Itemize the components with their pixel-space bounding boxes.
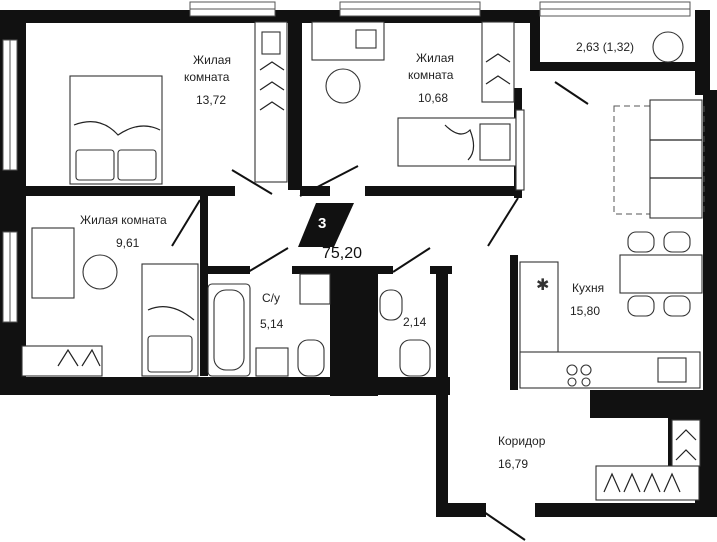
kitchen-area: 15,80 (570, 304, 600, 318)
bedroom1-area: 13,72 (196, 93, 226, 107)
corridor-area: 16,79 (498, 457, 528, 471)
total-badge: 3 75,20 (298, 203, 362, 262)
bedroom2-furniture (311, 21, 525, 191)
bedroom1-label-line2: комната (184, 70, 230, 84)
total-area: 75,20 (322, 245, 362, 262)
bedroom2-label-line1: Жилая (416, 51, 454, 65)
kitchen-label: Кухня (572, 281, 604, 295)
bathroom-furniture (207, 273, 431, 377)
svg-text:✱: ✱ (536, 275, 549, 294)
balcony-area: 2,63 (1,32) (576, 40, 634, 54)
bedroom1-furniture (69, 21, 288, 185)
bedroom1-label-line1: Жилая (193, 53, 231, 67)
bedroom3-label: Жилая комната (80, 213, 167, 227)
bedroom2-area: 10,68 (418, 91, 448, 105)
bathroom-label: С/у (262, 291, 280, 305)
wc-area: 2,14 (403, 315, 427, 329)
corridor-label: Коридор (498, 434, 546, 448)
room-count: 3 (318, 215, 326, 232)
kitchen-furniture: ✱ (519, 99, 705, 389)
bedroom3-area: 9,61 (116, 236, 140, 250)
bedroom3-furniture (21, 227, 199, 377)
windows (2, 1, 691, 323)
balcony-furniture (652, 31, 684, 63)
doors (171, 81, 589, 541)
room-labels: Жилая комната 13,72 Жилая комната 10,68 … (80, 40, 634, 471)
bathroom-area: 5,14 (260, 317, 284, 331)
bedroom2-label-line2: комната (408, 68, 454, 82)
walls (0, 10, 717, 517)
corridor-furniture (595, 419, 701, 501)
